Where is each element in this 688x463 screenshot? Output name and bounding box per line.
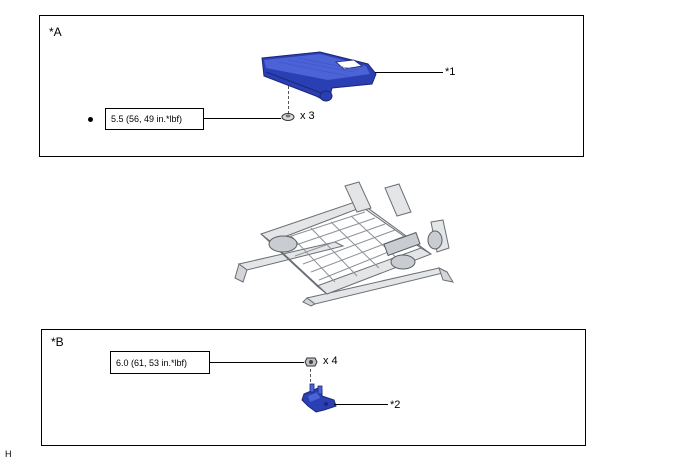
nut-a-icon xyxy=(281,113,295,121)
panel-a-label: *A xyxy=(49,25,62,39)
callout-1-label: *1 xyxy=(445,66,456,78)
torque-a-box: 5.5 (56, 49 in.*lbf) xyxy=(105,108,204,130)
seat-frame-image xyxy=(234,181,455,307)
torque-b-box: 6.0 (61, 53 in.*lbf) xyxy=(110,351,210,374)
callout-2-label: *2 xyxy=(390,399,401,411)
panel-b-label: *B xyxy=(51,335,64,349)
nut-b-icon xyxy=(304,357,318,367)
fastener-b-guide-line xyxy=(310,369,311,387)
quantity-a: x 3 xyxy=(300,110,315,122)
bullet-marker-icon xyxy=(88,117,93,122)
quantity-b: x 4 xyxy=(323,355,338,367)
figure-code: H xyxy=(5,449,12,459)
callout-2-leader xyxy=(334,404,388,405)
callout-1-leader xyxy=(375,72,443,73)
bracket-part-image xyxy=(301,383,337,413)
seat-cushion-cover-image xyxy=(261,51,377,102)
fastener-a-guide-line xyxy=(288,86,289,114)
torque-b-leader xyxy=(210,362,304,363)
torque-a-leader xyxy=(204,118,281,119)
